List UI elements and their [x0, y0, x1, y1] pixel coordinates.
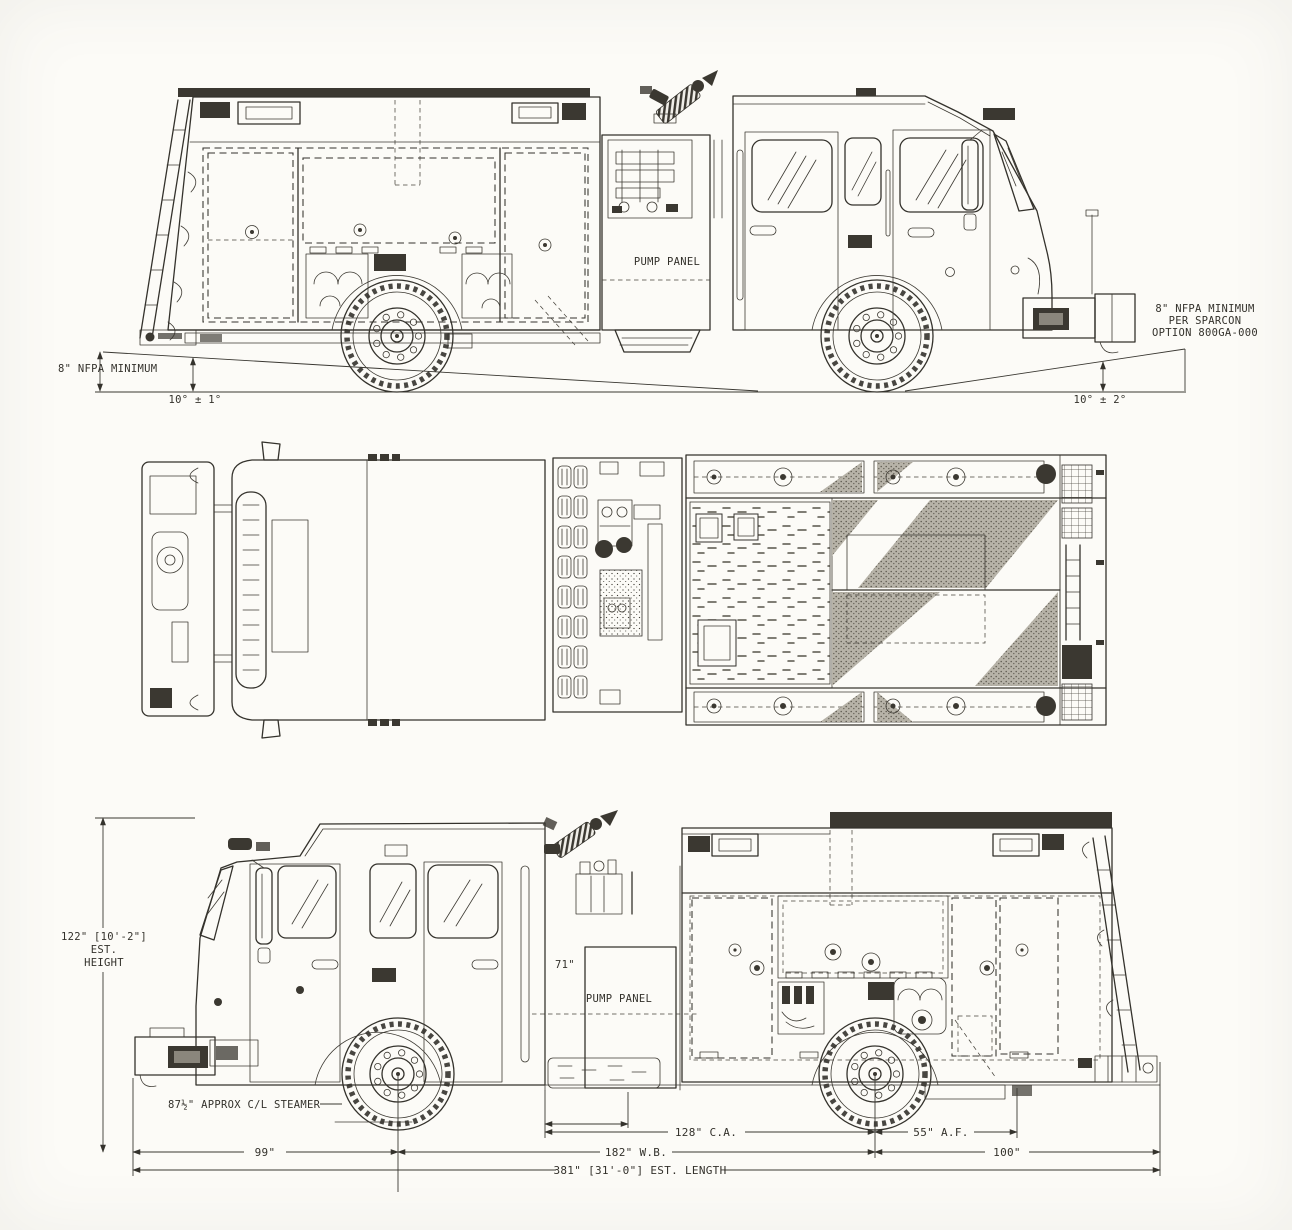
front-wheel: [821, 280, 933, 392]
cab-to-axle-label: 128" C.A.: [675, 1126, 737, 1139]
departure-angle-label: 10° ± 2°: [1074, 394, 1127, 406]
overall-height-line-1: 122" [10'-2"]: [61, 931, 147, 943]
pumper-body-side-left: [544, 812, 1161, 1130]
cab-side-left: [134, 822, 546, 1130]
overall-height-line-2: EST.: [91, 944, 118, 956]
deck-gun-icon: [640, 70, 718, 124]
rear-overhang-label: 100": [993, 1146, 1021, 1159]
rear-step: [1078, 1055, 1158, 1083]
pump-panel-label-top-view1: PUMP PANEL: [634, 256, 700, 268]
rear-ladder-icon: [139, 99, 197, 346]
steamer-centerline-label: 87½" APPROX C/L STEAMER: [168, 1099, 321, 1111]
rescue-body-side: [167, 88, 601, 392]
plan-cab: [231, 441, 546, 739]
dimension-annotations: 122" [10'-2"] EST. HEIGHT 87½" APPROX C/…: [60, 817, 1161, 1192]
front-overhang-label: 99": [255, 1146, 276, 1159]
rear-ladder-icon: [1082, 835, 1141, 1073]
front-bumper: [1022, 209, 1136, 354]
overall-length-label: 381" [31'-0"] EST. LENGTH: [553, 1164, 726, 1177]
pump-module-width-label: 71": [555, 959, 575, 971]
view-side-elevation-right: PUMP PANEL: [58, 70, 1258, 406]
front-bumper: [134, 1027, 216, 1087]
overall-height-line-3: HEIGHT: [84, 957, 124, 969]
cab-side-right: [732, 88, 1136, 392]
after-frame-label: 55" A.F.: [913, 1126, 968, 1139]
bumper-note-line-1: 8" NFPA MINIMUM: [1155, 303, 1254, 315]
plan-rear-step: [1059, 454, 1104, 726]
pump-module-side: PUMP PANEL: [601, 70, 718, 353]
side-mirror-icon: [961, 129, 983, 231]
approach-angle-label: 10° ± 1°: [169, 394, 222, 406]
ground-and-angle-annotations: 8" NFPA MINIMUM 10° ± 1° 10° ± 2° 8" NFP…: [58, 303, 1258, 406]
rear-wheel: [341, 280, 453, 392]
plan-pump-module: [552, 457, 683, 713]
view-plan: [141, 441, 1107, 739]
plan-front-bumper: [141, 461, 233, 717]
wheelbase-label: 182" W.B.: [605, 1146, 667, 1159]
deck-gun-icon: [542, 810, 618, 858]
view-side-elevation-left: 71" PUMP PANEL: [60, 810, 1161, 1192]
side-mirror-icon: [251, 859, 273, 964]
plan-body: [685, 454, 1107, 726]
bumper-note-line-3: OPTION 800GA-000: [1152, 327, 1258, 339]
bumper-note-line-2: PER SPARCON: [1169, 315, 1242, 327]
pump-panel-label-view3: PUMP PANEL: [586, 993, 652, 1005]
pump-module-side-left: 71" PUMP PANEL: [520, 810, 700, 1091]
plan-hose-bed: [831, 497, 1061, 689]
nfpa-clearance-note-left: 8" NFPA MINIMUM: [58, 363, 157, 375]
